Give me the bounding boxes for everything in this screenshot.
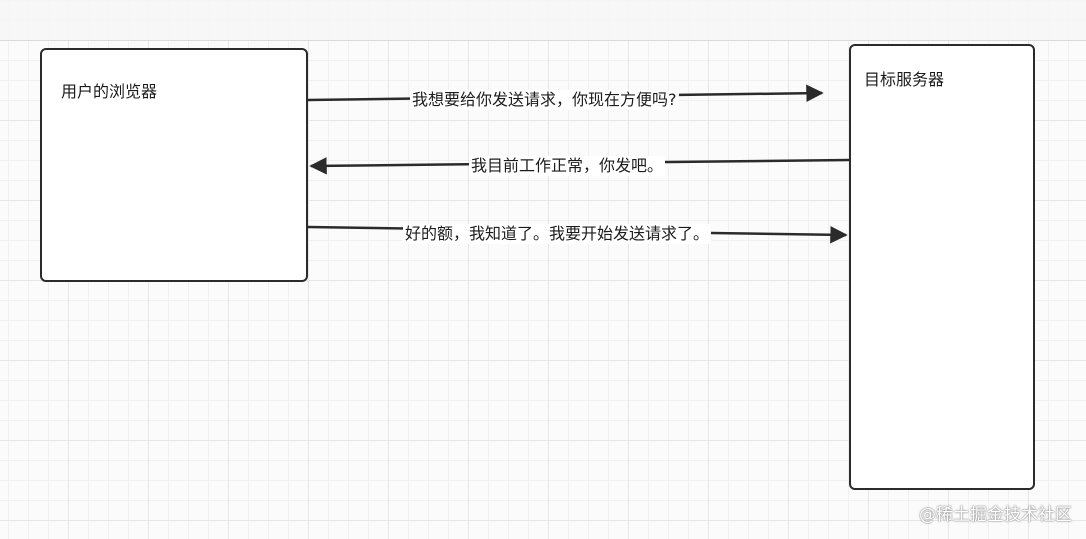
message-3-label: 好的额，我知道了。我要开始发送请求了。 xyxy=(403,224,712,244)
server-node[interactable]: 目标服务器 xyxy=(849,44,1035,490)
message-2-label: 我目前工作正常，你发吧。 xyxy=(469,156,666,176)
watermark: @稀土掘金技术社区 xyxy=(919,505,1072,525)
server-node-label: 目标服务器 xyxy=(864,70,945,89)
message-1-label: 我想要给你发送请求，你现在方便吗? xyxy=(410,90,679,110)
canvas-toolbar-band xyxy=(0,0,1086,41)
browser-node[interactable]: 用户的浏览器 xyxy=(40,48,308,282)
browser-node-label: 用户的浏览器 xyxy=(61,82,158,101)
